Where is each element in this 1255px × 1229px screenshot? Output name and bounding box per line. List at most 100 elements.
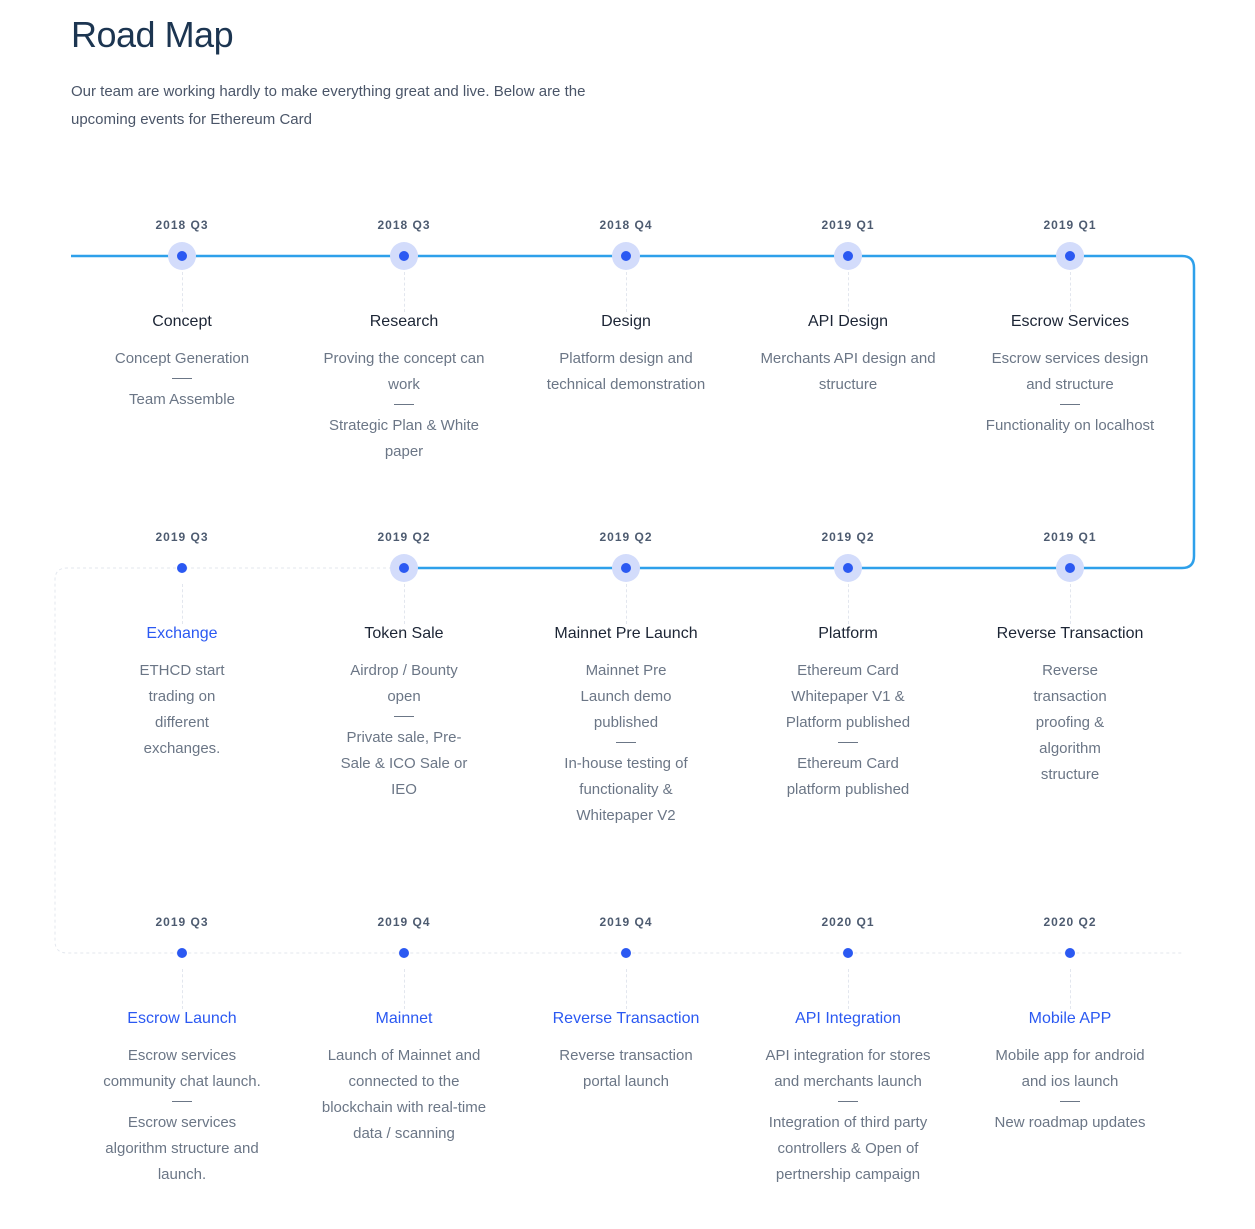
milestone-description-line: Proving the concept can [323, 350, 485, 367]
milestone-description-line: Platform design and [559, 350, 693, 367]
milestone-description-line: algorithm structure and [105, 1140, 259, 1157]
milestone-stem [626, 584, 627, 624]
page-subtitle: Our team are working hardly to make ever… [71, 83, 586, 128]
milestone-description-line: IEO [391, 781, 417, 798]
milestone-stem [404, 969, 405, 1009]
milestone-description-line: different [155, 714, 209, 731]
milestone-description-line: data / scanning [353, 1125, 455, 1142]
milestone-description-line: proofing & [1035, 714, 1105, 731]
milestone-description-line: In-house testing of [564, 755, 688, 772]
milestone-title[interactable]: Escrow Launch [127, 1010, 237, 1027]
milestone-marker-dot [1065, 563, 1075, 573]
milestone-description-line: published [593, 714, 659, 731]
milestone-description-line: Whitepaper V1 & [791, 688, 905, 705]
milestone-description-line: Ethereum Card [797, 662, 899, 679]
milestone-date: 2019 Q4 [377, 915, 431, 929]
milestone-description-line: trading on [148, 688, 216, 705]
milestone-title: Concept [152, 313, 212, 330]
milestone-marker-dot [621, 563, 631, 573]
milestone-description-line: and structure [1026, 376, 1114, 393]
milestone-date: 2019 Q2 [377, 530, 431, 544]
milestone-marker-dot [399, 251, 409, 261]
milestone-description-line: open [387, 688, 421, 705]
milestone-stem [848, 969, 849, 1009]
milestone-description-line: Whitepaper V2 [576, 807, 676, 824]
milestone-date: 2019 Q4 [599, 915, 653, 929]
milestone-description-line: launch. [157, 1166, 207, 1183]
milestone-date: 2019 Q2 [821, 530, 875, 544]
milestone-description-line: Integration of third party [768, 1114, 928, 1131]
milestone-description-line: Ethereum Card [797, 755, 899, 772]
milestone-stem [182, 272, 183, 312]
milestone-description-line: exchanges. [143, 740, 221, 757]
milestone-description-line: API integration for stores [765, 1047, 931, 1064]
milestone-title[interactable]: API Integration [795, 1010, 901, 1027]
milestone-title: Research [369, 313, 439, 330]
milestone-marker-dot [621, 251, 631, 261]
milestone-description-line: New roadmap updates [994, 1114, 1146, 1131]
milestone-date: 2020 Q2 [1043, 915, 1097, 929]
milestone-description-line: portal launch [583, 1073, 669, 1090]
milestone-date: 2019 Q2 [599, 530, 653, 544]
milestone-separator [172, 378, 192, 379]
milestone-title: Token Sale [364, 625, 444, 642]
milestone-stem [404, 584, 405, 624]
milestone-description-line: work [388, 376, 420, 393]
milestone-title[interactable]: Exchange [146, 625, 218, 642]
milestone-description-line: algorithm [1039, 740, 1101, 757]
milestone-description-line: functionality & [579, 781, 673, 798]
milestone-stem [182, 584, 183, 624]
milestone-description-line: structure [818, 376, 878, 393]
milestone-title[interactable]: Reverse Transaction [552, 1010, 700, 1027]
milestone-date: 2018 Q3 [155, 218, 209, 232]
milestone-date: 2019 Q3 [155, 915, 209, 929]
milestone-description-line: Merchants API design and [760, 350, 936, 367]
page-title: Road Map [71, 14, 234, 55]
milestone-stem [1070, 969, 1071, 1009]
milestone-stem [1070, 584, 1071, 624]
milestone-description-line: Team Assemble [129, 391, 235, 408]
milestone-stem [626, 272, 627, 312]
milestone-separator [1060, 404, 1080, 405]
milestone-description-line: paper [384, 443, 424, 460]
milestone-date: 2019 Q1 [1043, 218, 1097, 232]
milestone-separator [838, 742, 858, 743]
milestone-title: Reverse Transaction [996, 625, 1144, 642]
milestone-description-line: transaction [1033, 688, 1107, 705]
milestone-description-line: Mobile app for android [995, 1047, 1145, 1064]
milestone-title: Mainnet Pre Launch [554, 625, 698, 642]
milestone-separator [172, 1101, 192, 1102]
milestone-marker-dot [399, 563, 409, 573]
milestone-description-line: Functionality on localhost [985, 417, 1155, 434]
milestone-title[interactable]: Mobile APP [1028, 1010, 1112, 1027]
milestone-body: Mobile APP Mobile app for android and ios … [970, 1008, 1170, 1136]
milestone-description-line: platform published [786, 781, 910, 798]
milestone-separator [838, 1101, 858, 1102]
milestone-marker-dot [621, 948, 631, 958]
milestone-description-line: and ios launch [1021, 1073, 1119, 1090]
milestone-title: API Design [807, 313, 889, 330]
milestone-description-line: Mainnet Pre [585, 662, 667, 679]
milestone-date: 2019 Q1 [1043, 530, 1097, 544]
milestone-description-line: controllers & Open of [777, 1140, 919, 1157]
milestone-description-line: Strategic Plan & White [328, 417, 480, 434]
milestone-marker-dot [399, 948, 409, 958]
milestone-date: 2020 Q1 [821, 915, 875, 929]
milestone-description-line: Sale & ICO Sale or [340, 755, 468, 772]
milestone-description-line: Reverse [1042, 662, 1098, 679]
milestone-title[interactable]: Mainnet [375, 1010, 433, 1027]
timeline-upcoming-path [54, 567, 1182, 954]
milestone-date: 2018 Q3 [377, 218, 431, 232]
milestone-marker-dot [1065, 251, 1075, 261]
